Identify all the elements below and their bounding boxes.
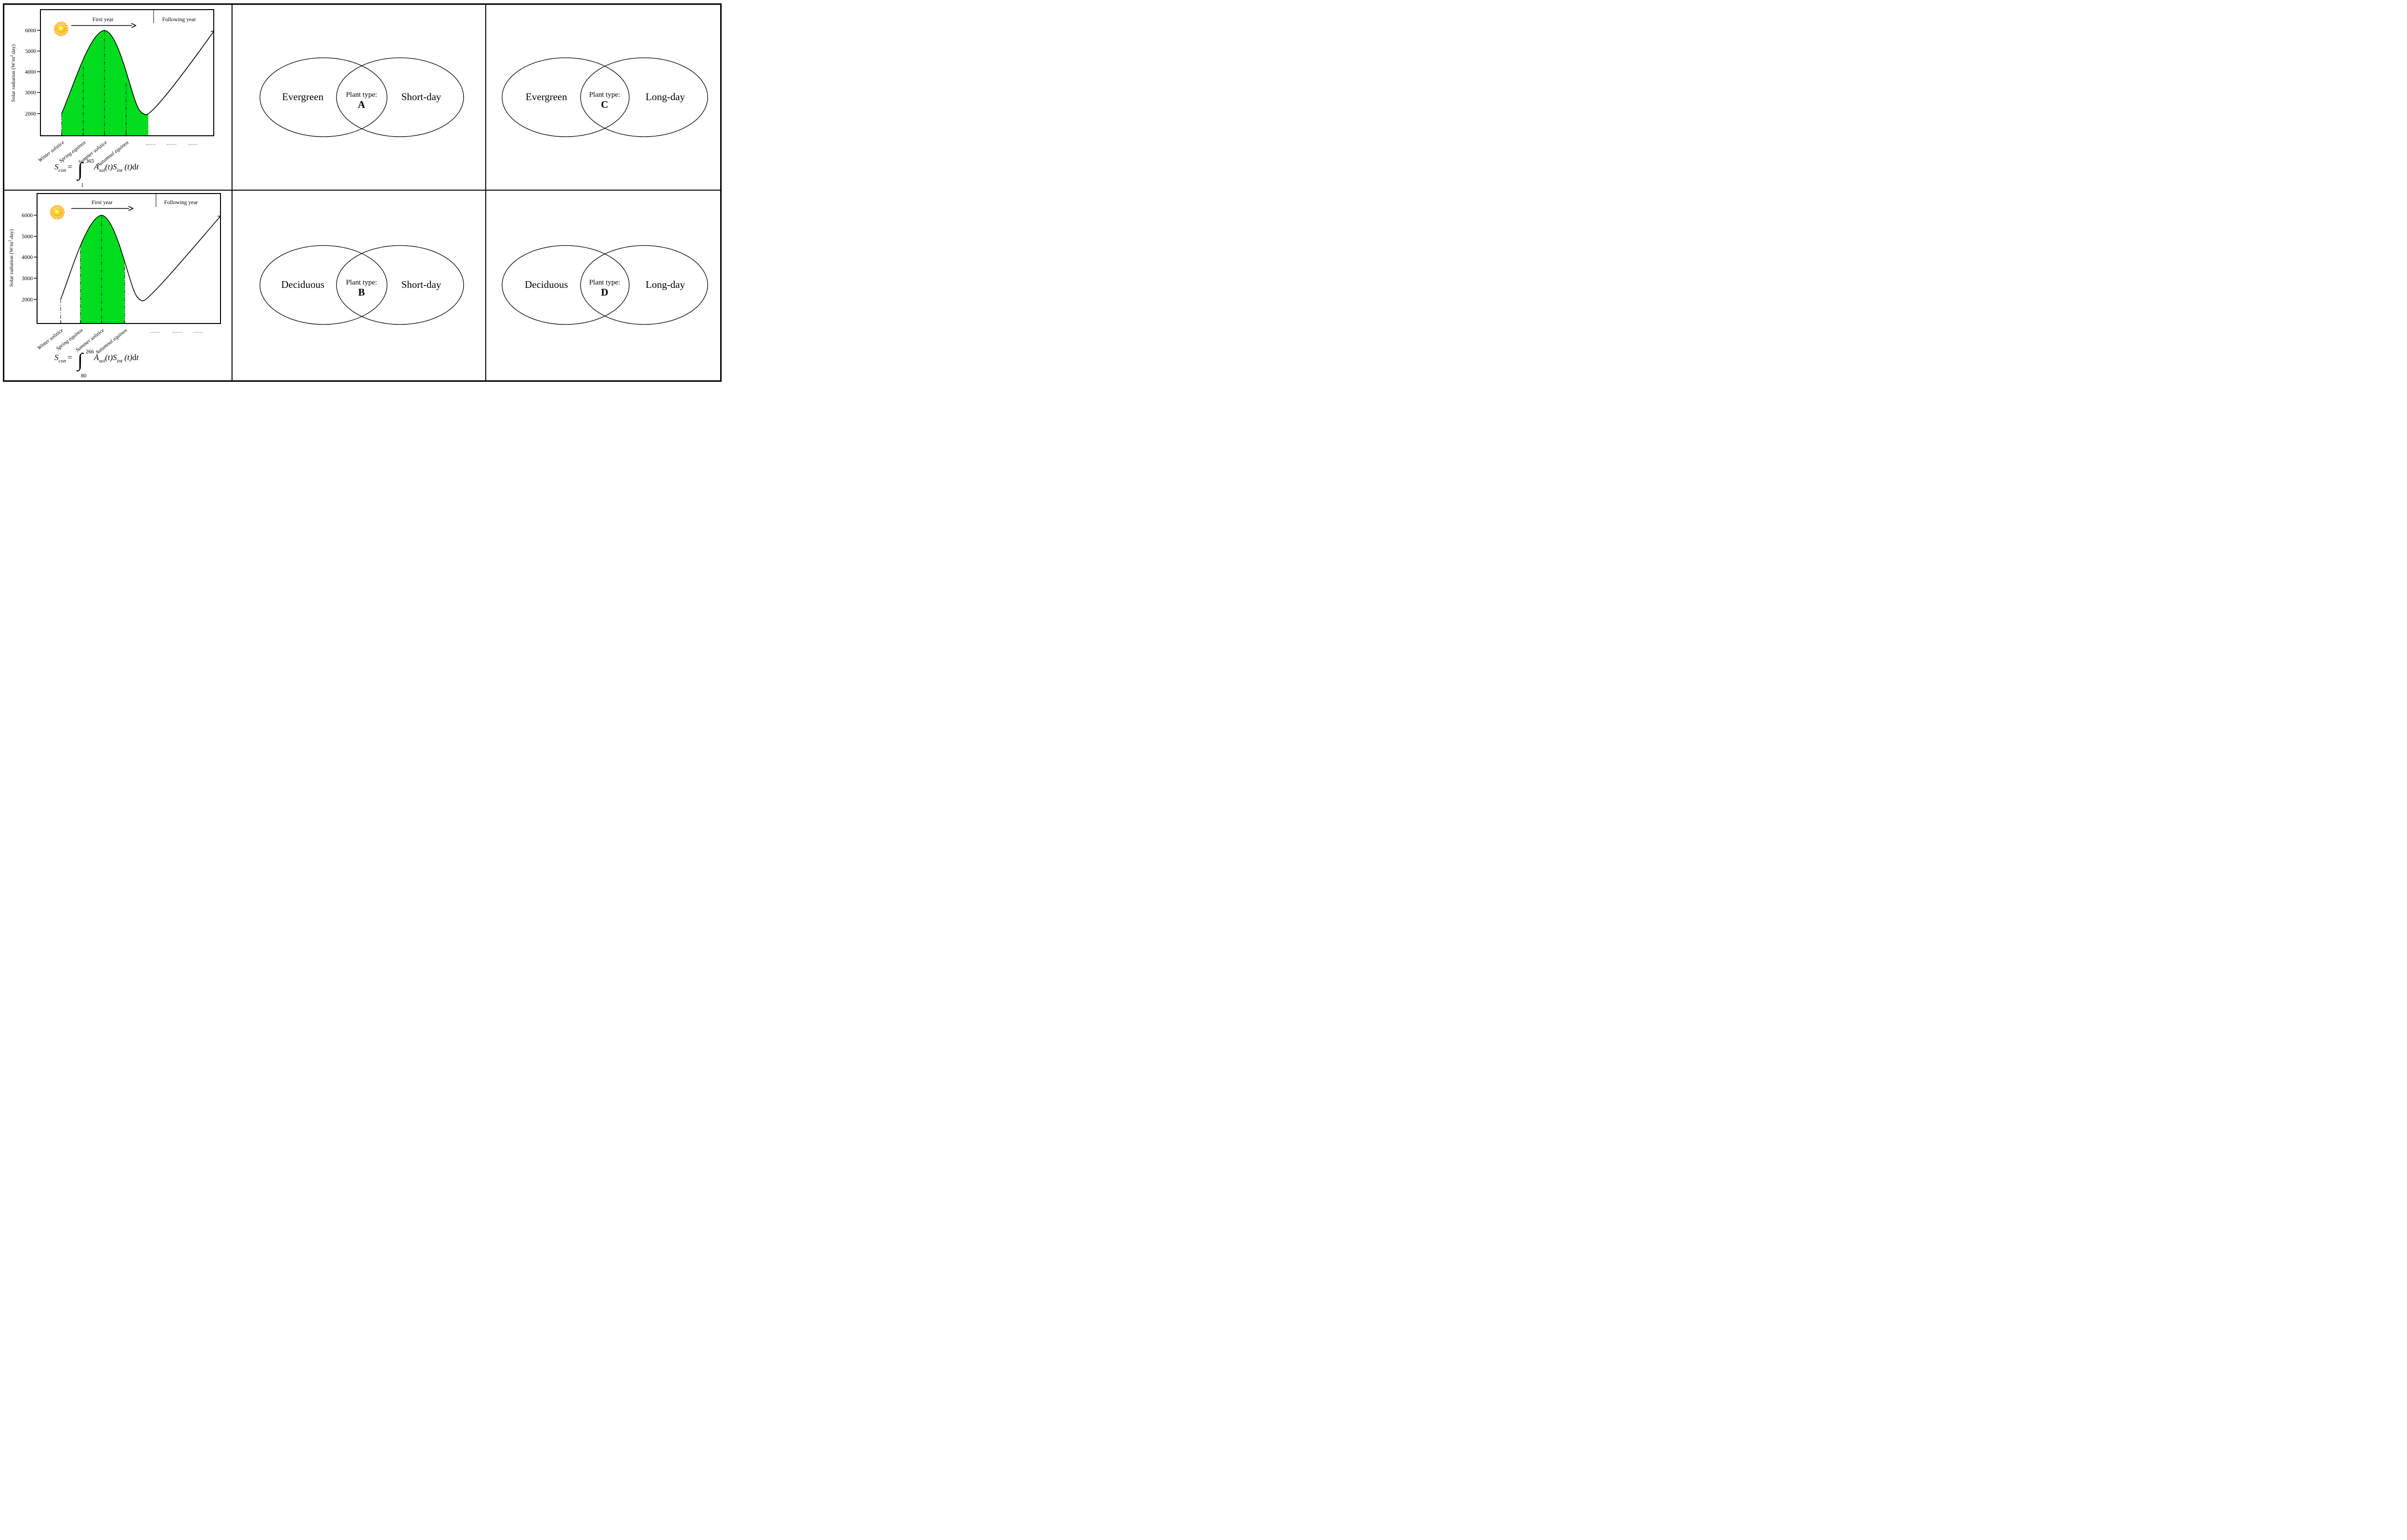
y-tick-2000: 2000 <box>22 297 33 303</box>
shaded-integral-area <box>62 30 148 135</box>
venn-right-label: Long-day <box>646 91 685 103</box>
first-year-label: First year <box>92 17 114 23</box>
solar-chart-full-year: 6000 5000 4000 3000 2000 Solar radiation… <box>10 9 214 168</box>
venn-left-label: Deciduous <box>525 279 568 290</box>
venn-right-ellipse <box>336 57 464 137</box>
x-axis-ticks <box>61 133 127 136</box>
venn-left-label: Deciduous <box>281 279 324 290</box>
venn-center-label: Plant type: <box>589 279 621 286</box>
y-tick-5000: 5000 <box>22 234 33 240</box>
solar-chart-growing-season: 6000 5000 4000 3000 2000 Solar radiation… <box>8 193 221 356</box>
venn-deciduous-short-day: Deciduous Plant type: B Short-day <box>259 245 464 325</box>
figure-page: 6000 5000 4000 3000 2000 Solar radiation… <box>0 0 725 385</box>
integral-sign: ∫ 365 1 <box>77 158 94 188</box>
venn-evergreen-short-day: Evergreen Plant type: A Short-day <box>259 57 464 137</box>
cell-venn-evergreen-long-day: Evergreen Plant type: C Long-day <box>486 5 720 191</box>
solar-radiation-curve <box>61 30 214 115</box>
venn-right-label: Short-day <box>401 279 441 290</box>
venn-right-ellipse <box>336 245 464 325</box>
cell-venn-deciduous-long-day: Deciduous Plant type: D Long-day <box>486 191 720 380</box>
cell-venn-deciduous-short-day: Deciduous Plant type: B Short-day <box>233 191 486 380</box>
first-year-arrow <box>71 206 134 211</box>
y-tick-4000: 4000 <box>22 255 33 260</box>
venn-deciduous-long-day: Deciduous Plant type: D Long-day <box>502 245 708 325</box>
x-tick-dots-1: ...... <box>150 329 160 334</box>
venn-left-label: Evergreen <box>526 91 567 103</box>
venn-left-ellipse <box>259 57 388 137</box>
first-year-arrow <box>71 23 137 28</box>
venn-right-label: Long-day <box>646 279 685 290</box>
venn-right-ellipse <box>580 57 708 137</box>
plot-frame <box>40 9 214 136</box>
venn-left-ellipse <box>259 245 388 325</box>
integral-sign: ∫ 266 80 <box>77 349 94 379</box>
y-tick-5000: 5000 <box>25 49 36 54</box>
sun-icon <box>52 20 70 38</box>
venn-letter: C <box>601 99 608 110</box>
x-tick-dots-3: ...... <box>188 141 198 146</box>
y-tick-3000: 3000 <box>25 90 36 96</box>
venn-right-label: Short-day <box>401 91 441 103</box>
cell-solar-chart-growing-season: 6000 5000 4000 3000 2000 Solar radiation… <box>4 191 233 380</box>
sun-icon <box>48 203 66 221</box>
y-tick-4000: 4000 <box>25 69 36 75</box>
venn-letter: A <box>358 99 365 110</box>
venn-left-label: Evergreen <box>282 91 324 103</box>
venn-center-label: Plant type: <box>589 91 621 99</box>
x-tick-dots-3: ...... <box>194 329 204 334</box>
y-axis-ticks <box>37 30 214 114</box>
y-tick-2000: 2000 <box>25 111 36 117</box>
figure-grid: 6000 5000 4000 3000 2000 Solar radiation… <box>3 3 722 382</box>
y-tick-3000: 3000 <box>22 276 33 282</box>
solar-radiation-curve <box>60 215 221 301</box>
cell-solar-chart-full-year: 6000 5000 4000 3000 2000 Solar radiation… <box>4 5 233 191</box>
venn-evergreen-long-day: Evergreen Plant type: C Long-day <box>502 57 708 137</box>
x-tick-dots-2: ...... <box>167 141 177 146</box>
cell-venn-evergreen-short-day: Evergreen Plant type: A Short-day <box>233 5 486 191</box>
venn-center-label: Plant type: <box>346 91 377 99</box>
venn-right-ellipse <box>580 245 708 325</box>
venn-letter: B <box>358 286 365 298</box>
y-axis-ticks <box>34 215 220 300</box>
first-year-label: First year <box>91 200 113 206</box>
plot-frame <box>37 193 221 324</box>
x-axis-ticks <box>60 321 125 324</box>
venn-left-ellipse <box>502 245 630 325</box>
y-tick-6000: 6000 <box>25 28 36 34</box>
x-tick-dots-2: ...... <box>172 329 182 334</box>
y-axis-label: Solar radiation (W/m2.day) <box>8 229 14 287</box>
y-tick-6000: 6000 <box>22 213 33 219</box>
following-year-label: Following year <box>162 17 196 23</box>
shaded-integral-area <box>80 215 125 323</box>
venn-left-ellipse <box>502 57 630 137</box>
x-tick-dots-1: ...... <box>146 141 156 146</box>
y-axis-label: Solar radiation (W/m2.day) <box>10 44 16 102</box>
venn-center-label: Plant type: <box>346 279 377 286</box>
venn-letter: D <box>601 286 608 298</box>
following-year-label: Following year <box>164 200 198 206</box>
